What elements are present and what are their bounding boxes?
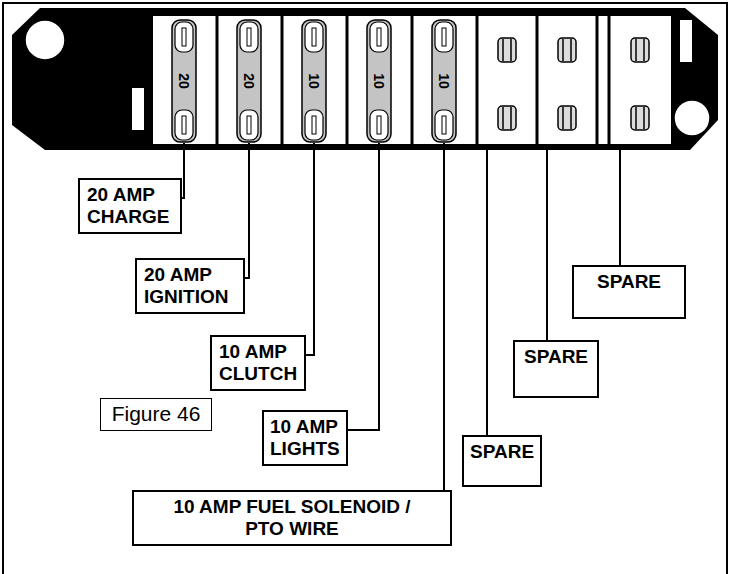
callout-box: 20 AMP CHARGE <box>78 178 182 234</box>
callout-text: 20 AMP CHARGE <box>87 184 173 228</box>
leader-line <box>443 143 445 490</box>
leader-line <box>306 143 314 355</box>
callout-text: SPARE <box>521 346 591 368</box>
callout-box: 10 AMP LIGHTS <box>262 410 348 466</box>
callout-text: 10 AMP FUEL SOLENOID / PTO WIRE <box>152 496 432 540</box>
fuse-slot-area <box>152 15 672 145</box>
callout-box: SPARE <box>513 340 599 398</box>
blade-fuse: 10 <box>431 19 457 143</box>
leader-line <box>245 143 249 278</box>
callout-box: 10 AMP CLUTCH <box>210 335 306 391</box>
figure-number-box: Figure 46 <box>100 398 212 431</box>
tab <box>680 20 692 62</box>
spare-clips <box>498 38 649 130</box>
callout-text: 20 AMP IGNITION <box>144 264 236 308</box>
blade-fuse: 10 <box>301 19 327 143</box>
fuse-rating: 20 <box>242 73 256 89</box>
mounting-hole <box>674 100 710 136</box>
mounting-hole <box>25 20 65 60</box>
callout-box: 20 AMP IGNITION <box>135 258 245 314</box>
fuse-rating: 10 <box>437 73 451 89</box>
leader-line <box>182 143 184 198</box>
callout-box: 10 AMP FUEL SOLENOID / PTO WIRE <box>132 490 452 546</box>
slot-dividers <box>217 15 609 145</box>
callout-text: 10 AMP CLUTCH <box>219 341 297 385</box>
fuse-rating: 10 <box>372 73 386 89</box>
leader-line <box>348 143 379 430</box>
callout-text: SPARE <box>470 441 534 463</box>
callout-text: Figure 46 <box>111 402 201 426</box>
callout-box: SPARE <box>572 265 686 319</box>
fuse-rating: 10 <box>307 73 321 89</box>
blade-fuse: 20 <box>171 19 197 143</box>
blade-fuse: 20 <box>236 19 262 143</box>
blade-fuse: 10 <box>366 19 392 143</box>
tab <box>132 88 144 130</box>
fuse-block-body <box>12 8 718 150</box>
callout-text: 10 AMP LIGHTS <box>270 416 340 460</box>
callout-box: SPARE <box>462 435 542 487</box>
figure-frame <box>3 3 727 574</box>
fuse-rating: 20 <box>177 73 191 89</box>
callout-text: SPARE <box>580 271 678 293</box>
